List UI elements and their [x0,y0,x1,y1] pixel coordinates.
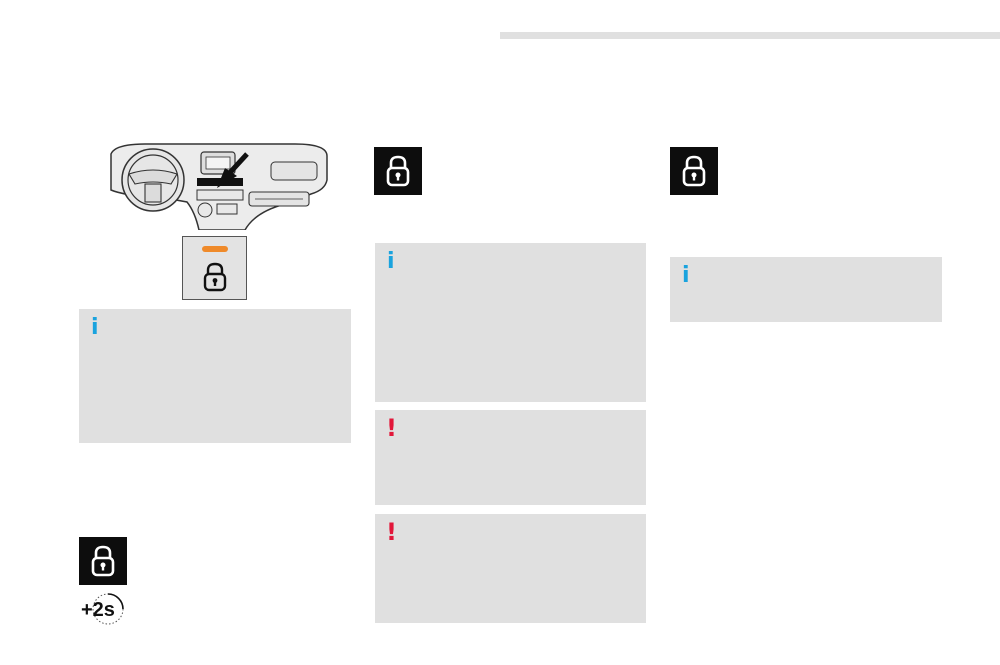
info-icon: i [682,263,690,288]
warning-note: ! [375,514,646,623]
warning-icon: ! [386,414,397,442]
info-icon: i [91,315,99,340]
warning-note: ! [375,410,646,505]
central-lock-button-closeup [182,236,247,300]
info-note: i [670,257,942,322]
info-note: i [79,309,351,443]
warning-icon: ! [386,518,397,546]
dashboard-illustration [105,140,331,235]
timer-label: +2s [81,599,115,621]
header-rule [500,32,1000,39]
indicator-led [202,246,228,252]
lock-icon [79,537,127,585]
lock-icon [374,147,422,195]
info-note: i [375,243,646,402]
info-icon: i [387,249,395,274]
timer-plus-2s-icon: +2s [80,592,128,631]
lock-icon [670,147,718,195]
lock-icon [203,262,227,297]
